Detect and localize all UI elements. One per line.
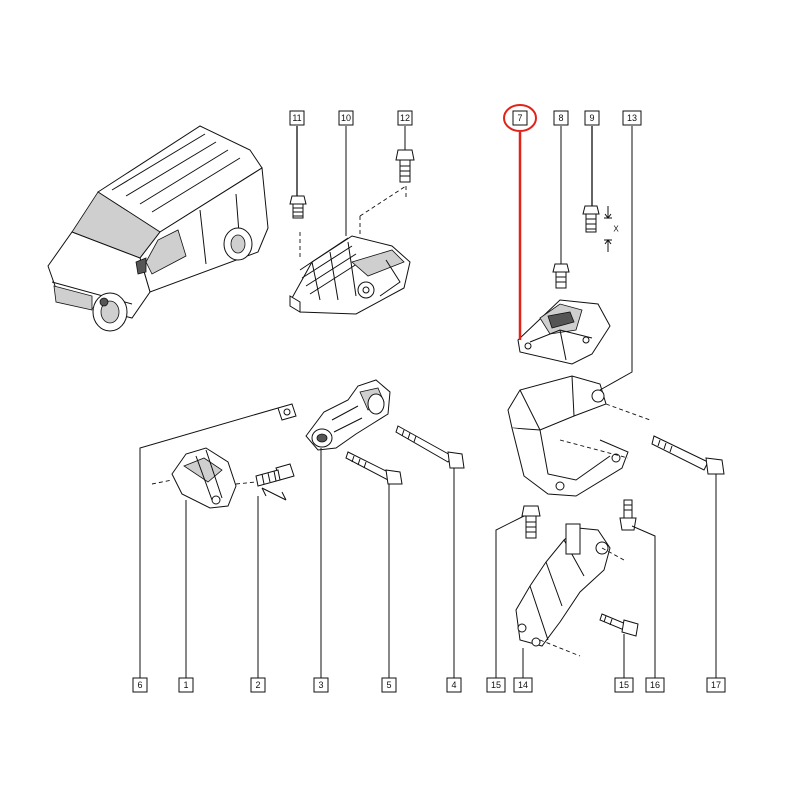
svg-text:5: 5 <box>386 680 391 690</box>
svg-text:1: 1 <box>183 680 188 690</box>
bolt-11 <box>289 195 307 219</box>
label-13: 13 <box>622 110 642 126</box>
svg-text:8: 8 <box>558 113 563 123</box>
svg-text:13: 13 <box>627 113 637 123</box>
svg-text:17: 17 <box>711 680 721 690</box>
label-2: 2 <box>250 677 266 693</box>
leader-lines <box>139 126 717 678</box>
svg-text:2: 2 <box>255 680 260 690</box>
bolt-9: X <box>582 205 619 252</box>
bolt-15-bottom <box>599 613 639 637</box>
label-10: 10 <box>338 110 354 126</box>
svg-text:4: 4 <box>451 680 456 690</box>
label-6: 6 <box>132 677 148 693</box>
label-12: 12 <box>397 110 413 126</box>
bracket-14 <box>515 523 625 657</box>
label-5: 5 <box>381 677 397 693</box>
label-4: 4 <box>446 677 462 693</box>
bracket-13 <box>507 375 651 497</box>
nut-6 <box>277 403 297 421</box>
bolt-16 <box>619 499 637 531</box>
svg-text:16: 16 <box>650 680 660 690</box>
label-15-right: 15 <box>614 677 634 693</box>
bolt-15-top <box>521 505 541 539</box>
svg-text:3: 3 <box>318 680 323 690</box>
torque-rod-3 <box>305 379 391 451</box>
svg-text:15: 15 <box>619 680 629 690</box>
mount-bracket-1 <box>151 447 257 509</box>
label-11: 11 <box>289 110 305 126</box>
svg-text:10: 10 <box>341 113 351 123</box>
label-8: 8 <box>553 110 569 126</box>
van-illustration <box>47 125 269 332</box>
label-3: 3 <box>313 677 329 693</box>
gearbox-mount-7 <box>517 299 611 365</box>
highlight-circle-7 <box>503 104 537 132</box>
label-15-left: 15 <box>486 677 506 693</box>
svg-text:11: 11 <box>292 113 301 123</box>
svg-text:7: 7 <box>517 113 522 123</box>
bolt-5 <box>345 451 403 485</box>
label-9: 9 <box>584 110 600 126</box>
svg-text:14: 14 <box>518 680 528 690</box>
label-1: 1 <box>178 677 194 693</box>
svg-text:6: 6 <box>137 680 142 690</box>
bolt-8 <box>552 263 570 289</box>
dimension-x-label: X <box>613 225 619 234</box>
label-14: 14 <box>513 677 533 693</box>
label-7: 7 <box>503 104 537 132</box>
svg-text:15: 15 <box>491 680 501 690</box>
bolt-17 <box>651 435 725 475</box>
engine-mount-10 <box>289 185 411 315</box>
bolt-2 <box>255 463 295 501</box>
bolt-12 <box>395 149 415 183</box>
label-17: 17 <box>706 677 726 693</box>
svg-text:12: 12 <box>400 113 410 123</box>
bolt-4 <box>395 425 465 469</box>
label-16: 16 <box>645 677 665 693</box>
svg-text:9: 9 <box>589 113 594 123</box>
